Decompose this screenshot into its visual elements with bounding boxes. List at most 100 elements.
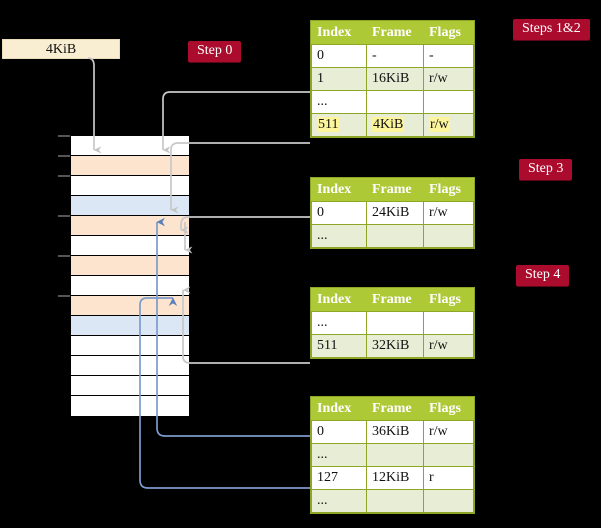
memory-frame-8	[71, 296, 189, 316]
badge-step-0: Step 0	[188, 41, 242, 62]
table-row: ...	[311, 311, 474, 335]
highlighted-value: 511	[317, 117, 340, 132]
cell-index: ...	[311, 443, 367, 467]
cell-index: 127	[311, 466, 367, 490]
badge-steps-1-2: Steps 1&2	[513, 19, 590, 40]
table-row: 511 4KiB r/w	[311, 113, 474, 137]
cell-frame	[366, 443, 424, 467]
cell-frame	[366, 90, 424, 114]
cell-frame	[366, 311, 424, 335]
column-header-flags: Flags	[423, 288, 474, 312]
badge-step-3: Step 3	[519, 159, 573, 180]
cell-frame	[366, 489, 424, 513]
column-header-frame: Frame	[366, 21, 424, 45]
cell-index: ...	[311, 224, 367, 248]
memory-frame-13	[71, 396, 189, 416]
cell-flags: r/w	[423, 420, 474, 444]
column-header-index: Index	[311, 288, 367, 312]
cell-flags: -	[423, 44, 474, 68]
column-header-index: Index	[311, 397, 367, 421]
cell-flags: r/w	[423, 201, 474, 225]
frame-size-label: 4KiB	[2, 39, 120, 59]
highlighted-value: 4KiB	[372, 117, 405, 132]
cell-index: 0	[311, 44, 367, 68]
cell-flags	[423, 311, 474, 335]
memory-frame-5	[71, 236, 189, 256]
cell-flags: r	[423, 466, 474, 490]
memory-frame-12	[71, 376, 189, 396]
cell-frame: -	[366, 44, 424, 68]
table-row: ...	[311, 90, 474, 114]
cell-flags: r/w	[423, 113, 474, 137]
memory-tick	[58, 255, 70, 257]
memory-frame-9	[71, 316, 189, 336]
column-header-frame: Frame	[366, 288, 424, 312]
column-header-flags: Flags	[423, 21, 474, 45]
cell-flags: r/w	[423, 334, 474, 358]
cell-frame: 16KiB	[366, 67, 424, 91]
column-header-index: Index	[311, 21, 367, 45]
cell-index: 1	[311, 67, 367, 91]
table-row: 0--	[311, 44, 474, 68]
memory-frame-0	[71, 136, 189, 156]
table-row: ...	[311, 443, 474, 467]
cell-frame: 24KiB	[366, 201, 424, 225]
cell-index: 511	[311, 334, 367, 358]
memory-frame-3	[71, 196, 189, 216]
memory-frame-11	[71, 356, 189, 376]
cell-index: 0	[311, 420, 367, 444]
cell-flags	[423, 90, 474, 114]
badge-step-4: Step 4	[516, 265, 570, 286]
column-header-frame: Frame	[366, 397, 424, 421]
memory-frame-1	[71, 156, 189, 176]
memory-frame-7	[71, 276, 189, 296]
cell-index: ...	[311, 311, 367, 335]
cell-index: 511	[311, 113, 367, 137]
column-header-index: Index	[311, 178, 367, 202]
cell-frame: 12KiB	[366, 466, 424, 490]
memory-tick	[58, 295, 70, 297]
memory-tick	[58, 155, 70, 157]
memory-frame-2	[71, 176, 189, 196]
column-header-frame: Frame	[366, 178, 424, 202]
cell-index: ...	[311, 489, 367, 513]
memory-frame-10	[71, 336, 189, 356]
table-row: ...	[311, 224, 474, 248]
cell-frame	[366, 224, 424, 248]
cell-flags: r/w	[423, 67, 474, 91]
cell-index: ...	[311, 90, 367, 114]
cell-flags	[423, 224, 474, 248]
memory-frame-4	[71, 216, 189, 236]
physical-memory-column	[70, 135, 190, 416]
highlighted-value: r/w	[429, 117, 450, 132]
column-header-flags: Flags	[423, 397, 474, 421]
cell-frame: 32KiB	[366, 334, 424, 358]
memory-tick	[58, 215, 70, 217]
table-row: ...	[311, 489, 474, 513]
cell-frame: 4KiB	[366, 113, 424, 137]
cell-flags	[423, 489, 474, 513]
cell-frame: 36KiB	[366, 420, 424, 444]
cell-flags	[423, 443, 474, 467]
memory-tick	[58, 135, 70, 137]
cell-index: 0	[311, 201, 367, 225]
column-header-flags: Flags	[423, 178, 474, 202]
memory-tick	[58, 175, 70, 177]
